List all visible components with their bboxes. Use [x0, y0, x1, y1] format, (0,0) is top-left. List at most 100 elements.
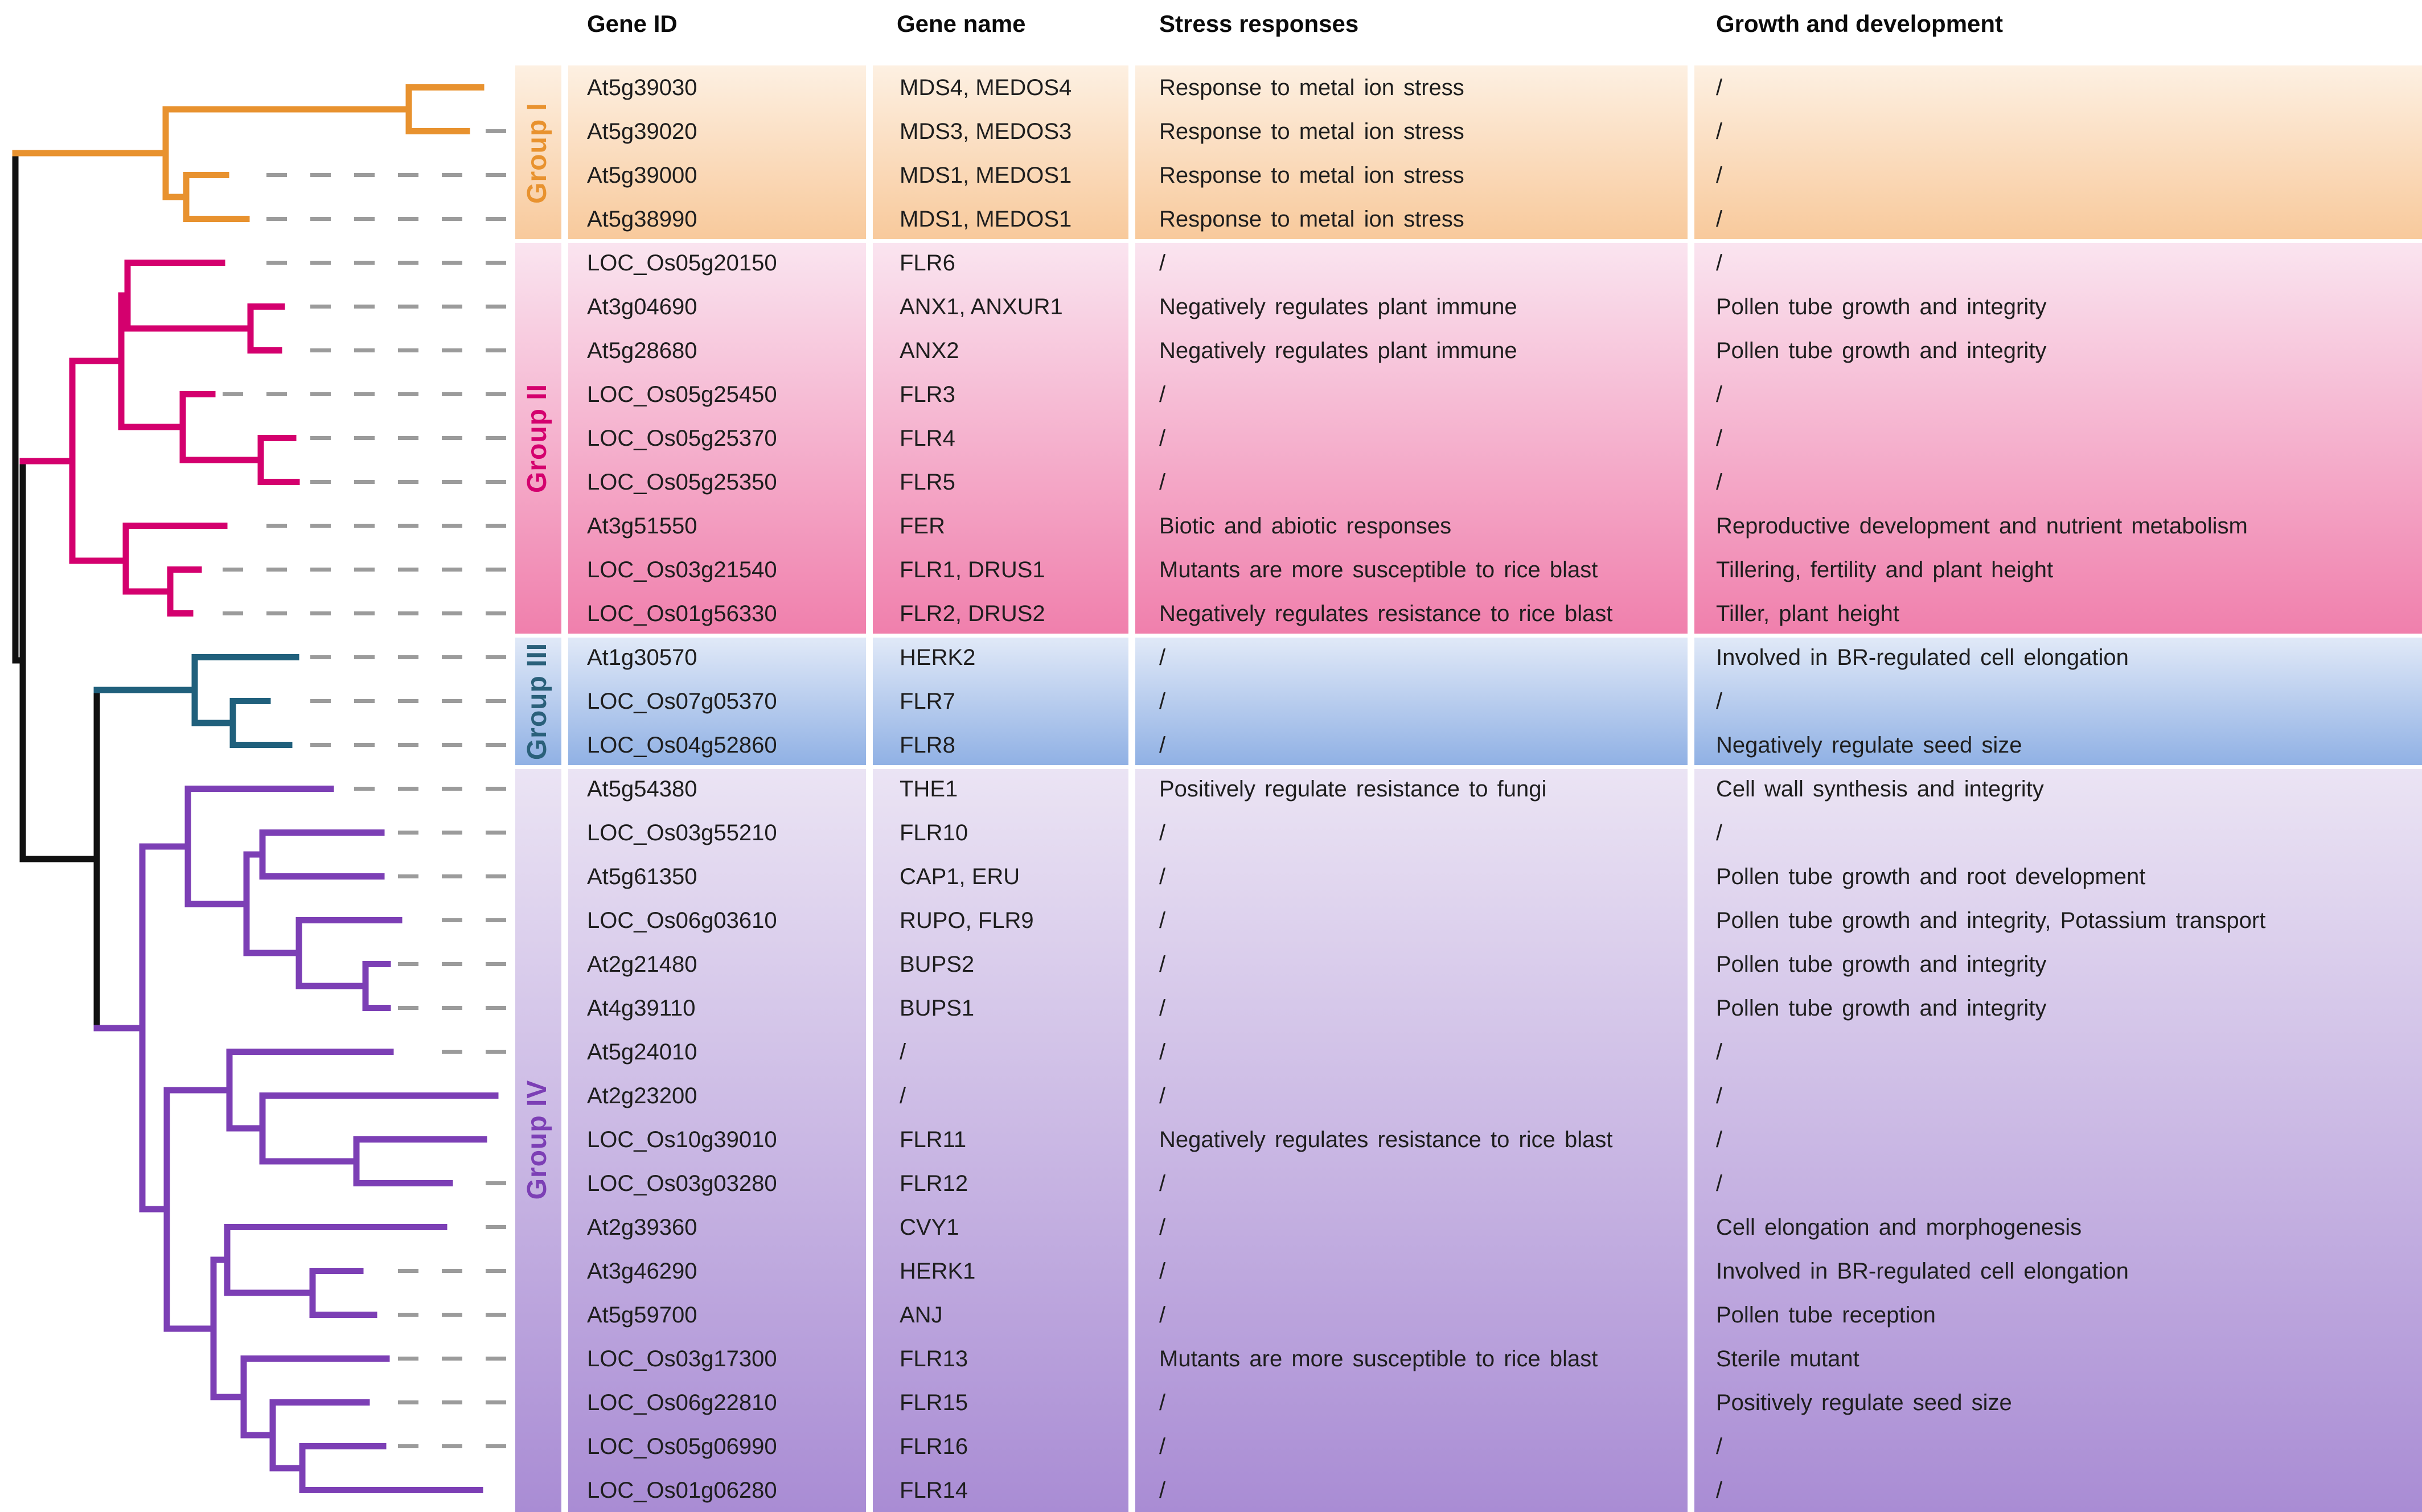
- cell-growth-development: Pollen tube growth and integrity: [1716, 951, 2047, 977]
- cell-gene-name: BUPS2: [900, 951, 975, 977]
- cell-gene-id: At5g39030: [587, 75, 697, 100]
- cell-gene-id: LOC_Os03g03280: [587, 1170, 777, 1196]
- cell-gene-id: LOC_Os05g25450: [587, 381, 777, 407]
- cell-stress-responses: Response to metal ion stress: [1159, 118, 1464, 144]
- cell-stress-responses: Mutants are more susceptible to rice bla…: [1159, 557, 1598, 582]
- cell-growth-development: Pollen tube reception: [1716, 1302, 1936, 1328]
- group-band-4: [515, 767, 2422, 1512]
- cell-stress-responses: /: [1159, 1302, 1166, 1328]
- cell-gene-name: FLR10: [900, 820, 968, 845]
- cell-growth-development: Tillering, fertility and plant height: [1716, 557, 2054, 582]
- cell-growth-development: /: [1716, 469, 1723, 495]
- group-label: Group IV: [522, 1079, 552, 1199]
- cell-growth-development: /: [1716, 1039, 1723, 1065]
- cell-gene-name: FLR13: [900, 1346, 968, 1371]
- cell-stress-responses: /: [1159, 1258, 1166, 1284]
- cell-gene-id: At5g39020: [587, 118, 697, 144]
- cell-growth-development: /: [1716, 1170, 1723, 1196]
- cell-gene-name: FLR12: [900, 1170, 968, 1196]
- group-label: Group I: [522, 102, 552, 204]
- cell-gene-name: FLR3: [900, 381, 955, 407]
- cell-gene-id: At5g61350: [587, 864, 697, 889]
- cell-gene-name: RUPO, FLR9: [900, 907, 1034, 933]
- cell-gene-id: At5g38990: [587, 206, 697, 232]
- group-label: Group III: [522, 642, 552, 760]
- cell-gene-name: MDS4, MEDOS4: [900, 75, 1072, 100]
- cell-growth-development: /: [1716, 162, 1723, 188]
- cell-growth-development: Pollen tube growth and integrity: [1716, 995, 2047, 1021]
- group-band-1: [515, 65, 2422, 241]
- cell-stress-responses: Negatively regulates plant immune: [1159, 338, 1517, 363]
- cell-growth-development: Involved in BR-regulated cell elongation: [1716, 1258, 2129, 1284]
- cell-stress-responses: /: [1159, 469, 1166, 495]
- cell-gene-name: FLR6: [900, 250, 955, 276]
- cell-growth-development: /: [1716, 250, 1723, 276]
- cell-gene-name: FLR4: [900, 425, 955, 451]
- cell-gene-id: At1g30570: [587, 644, 697, 670]
- cell-gene-name: FLR5: [900, 469, 955, 495]
- cell-gene-id: LOC_Os06g03610: [587, 907, 777, 933]
- cell-stress-responses: Response to metal ion stress: [1159, 75, 1464, 100]
- cell-gene-name: FLR14: [900, 1477, 968, 1503]
- column-header-stress-responses: Stress responses: [1159, 10, 1359, 37]
- phylogenetic-tree: [12, 84, 506, 1493]
- cell-gene-id: LOC_Os07g05370: [587, 688, 777, 714]
- cell-gene-name: CAP1, ERU: [900, 864, 1020, 889]
- cell-stress-responses: /: [1159, 1477, 1166, 1503]
- band-divider: [515, 765, 2422, 769]
- cell-gene-name: BUPS1: [900, 995, 975, 1021]
- cell-stress-responses: /: [1159, 250, 1166, 276]
- cell-gene-id: LOC_Os05g06990: [587, 1433, 777, 1459]
- cell-growth-development: /: [1716, 688, 1723, 714]
- cell-stress-responses: Response to metal ion stress: [1159, 162, 1464, 188]
- cell-gene-name: FLR1, DRUS1: [900, 557, 1045, 582]
- cell-gene-name: /: [900, 1039, 906, 1065]
- column-separator: [561, 65, 568, 1512]
- cell-gene-name: /: [900, 1083, 906, 1108]
- cell-stress-responses: Response to metal ion stress: [1159, 206, 1464, 232]
- cell-stress-responses: /: [1159, 1214, 1166, 1240]
- column-header-gene-name: Gene name: [897, 10, 1026, 37]
- cell-stress-responses: /: [1159, 907, 1166, 933]
- cell-gene-id: At2g39360: [587, 1214, 697, 1240]
- cell-stress-responses: /: [1159, 1433, 1166, 1459]
- cell-gene-name: THE1: [900, 776, 958, 802]
- cell-gene-name: MDS1, MEDOS1: [900, 206, 1072, 232]
- cell-growth-development: Tiller, plant height: [1716, 601, 1900, 626]
- cell-gene-name: CVY1: [900, 1214, 959, 1240]
- cell-gene-name: HERK2: [900, 644, 976, 670]
- cell-gene-id: At3g04690: [587, 294, 697, 319]
- cell-stress-responses: /: [1159, 1039, 1166, 1065]
- cell-gene-id: At3g51550: [587, 513, 697, 539]
- cell-gene-id: LOC_Os03g21540: [587, 557, 777, 582]
- cell-gene-id: At5g24010: [587, 1039, 697, 1065]
- cell-gene-id: LOC_Os01g06280: [587, 1477, 777, 1503]
- cell-gene-id: At5g59700: [587, 1302, 697, 1328]
- cell-stress-responses: /: [1159, 732, 1166, 758]
- cell-gene-id: At5g28680: [587, 338, 697, 363]
- cell-growth-development: /: [1716, 1477, 1723, 1503]
- cell-gene-name: FLR16: [900, 1433, 968, 1459]
- cell-gene-name: ANX1, ANXUR1: [900, 294, 1063, 319]
- group-label: Group II: [522, 383, 552, 493]
- cell-gene-name: FLR11: [900, 1127, 967, 1152]
- cell-stress-responses: /: [1159, 951, 1166, 977]
- cell-stress-responses: /: [1159, 1390, 1166, 1415]
- cell-gene-name: ANX2: [900, 338, 959, 363]
- group-band-3: [515, 635, 2422, 767]
- cell-growth-development: Positively regulate seed size: [1716, 1390, 2012, 1415]
- cell-stress-responses: Negatively regulates resistance to rice …: [1159, 601, 1613, 626]
- column-separator: [866, 65, 873, 1512]
- cell-growth-development: /: [1716, 1127, 1723, 1152]
- cell-gene-name: MDS3, MEDOS3: [900, 118, 1072, 144]
- cell-growth-development: Sterile mutant: [1716, 1346, 1859, 1371]
- cell-growth-development: Pollen tube growth and integrity: [1716, 338, 2047, 363]
- cell-gene-id: At5g54380: [587, 776, 697, 802]
- cell-stress-responses: /: [1159, 864, 1166, 889]
- cell-gene-id: LOC_Os05g25350: [587, 469, 777, 495]
- cell-stress-responses: /: [1159, 425, 1166, 451]
- band-divider: [515, 634, 2422, 638]
- cell-gene-name: FLR15: [900, 1390, 968, 1415]
- cell-gene-name: FLR2, DRUS2: [900, 601, 1045, 626]
